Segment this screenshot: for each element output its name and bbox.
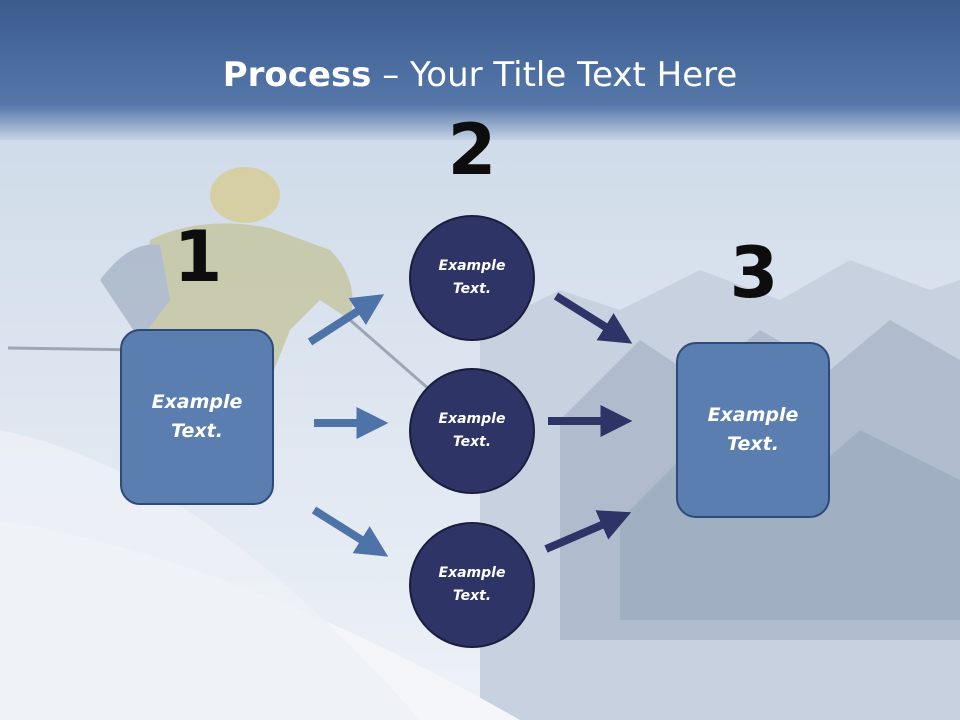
process-circle-middle: Example Text. xyxy=(409,368,535,494)
process-box-right-label: Example Text. xyxy=(707,404,799,455)
title-bold: Process xyxy=(222,55,372,95)
process-circle-top: Example Text. xyxy=(409,215,535,341)
arrow-bottom-to-right xyxy=(544,510,632,553)
process-circle-bottom-label: Example Text. xyxy=(438,565,506,604)
arrow-top-to-right xyxy=(553,292,633,344)
process-box-right: Example Text. xyxy=(676,342,830,518)
step-number-3: 3 xyxy=(729,232,779,314)
slide-title: Process – Your Title Text Here xyxy=(0,52,960,98)
step-number-2: 2 xyxy=(447,109,497,191)
arrow-left-to-top xyxy=(307,294,385,346)
arrow-left-to-bottom xyxy=(311,506,389,557)
process-circle-middle-label: Example Text. xyxy=(438,411,506,450)
process-box-left: Example Text. xyxy=(120,329,274,505)
process-circle-top-label: Example Text. xyxy=(438,258,506,297)
step-number-1: 1 xyxy=(173,216,223,298)
process-box-left-label: Example Text. xyxy=(151,391,243,442)
title-rest: – Your Title Text Here xyxy=(371,55,738,95)
process-circle-bottom: Example Text. xyxy=(409,522,535,648)
